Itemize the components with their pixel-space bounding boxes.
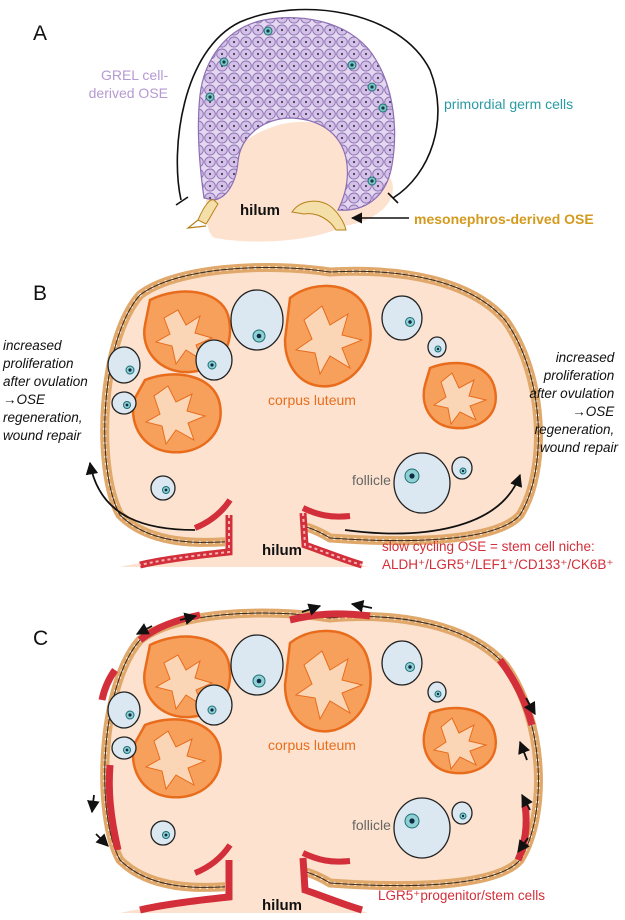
pgc-label: primordial germ cells xyxy=(444,96,573,112)
corpus-luteum-b-label: corpus luteum xyxy=(268,392,356,408)
hilum-a-label: hilum xyxy=(240,202,280,219)
primordial-germ-cells xyxy=(205,26,388,186)
grel-bracket xyxy=(176,8,439,201)
follicles-b xyxy=(107,289,473,514)
stem-cells-left-c xyxy=(139,860,233,914)
panel-c-letter: C xyxy=(33,627,48,650)
proliferation-arrow-left xyxy=(85,461,196,531)
follicles-c xyxy=(107,634,473,859)
panel-b: B xyxy=(2,263,619,572)
meso-label: mesonephros-derived OSE xyxy=(414,211,594,227)
stem-niche-line1: slow cycling OSE = stem cell niche: xyxy=(382,539,595,554)
migration-arrows-c xyxy=(87,600,536,854)
panel-b-letter: B xyxy=(33,282,47,305)
meso-ose-right xyxy=(291,200,347,231)
panel-a: A hilum GREL cell- derived OSE pri xyxy=(33,8,594,242)
panel-c: C xyxy=(33,600,545,914)
corpus-luteum-c-label: corpus luteum xyxy=(268,737,356,753)
proliferation-text-right: increased proliferation after ovulation … xyxy=(529,350,618,455)
hilum-b-stalk xyxy=(120,516,368,567)
grel-label: GREL cell- derived OSE xyxy=(89,67,172,101)
follicle-b-label: follicle xyxy=(352,472,391,488)
grel-cell-mass xyxy=(197,17,396,211)
hilum-c-label: hilum xyxy=(262,897,302,914)
follicle-c-label: follicle xyxy=(352,817,391,833)
lgr5-label: LGR5⁺progenitor/stem cells xyxy=(378,888,545,903)
stem-niche-line2: ALDH⁺/LGR5⁺/LEF1⁺/CD133⁺/CK6B⁺ xyxy=(382,557,613,572)
hilum-b-label: hilum xyxy=(262,542,302,559)
proliferation-arrow-right xyxy=(344,473,523,535)
meso-ose-left xyxy=(197,199,219,225)
stem-cells-right-c xyxy=(299,857,363,914)
proliferation-text-left: increased proliferation after ovulation … xyxy=(2,338,92,443)
panel-a-letter: A xyxy=(33,22,47,45)
hilum-c-stalk xyxy=(120,861,368,913)
